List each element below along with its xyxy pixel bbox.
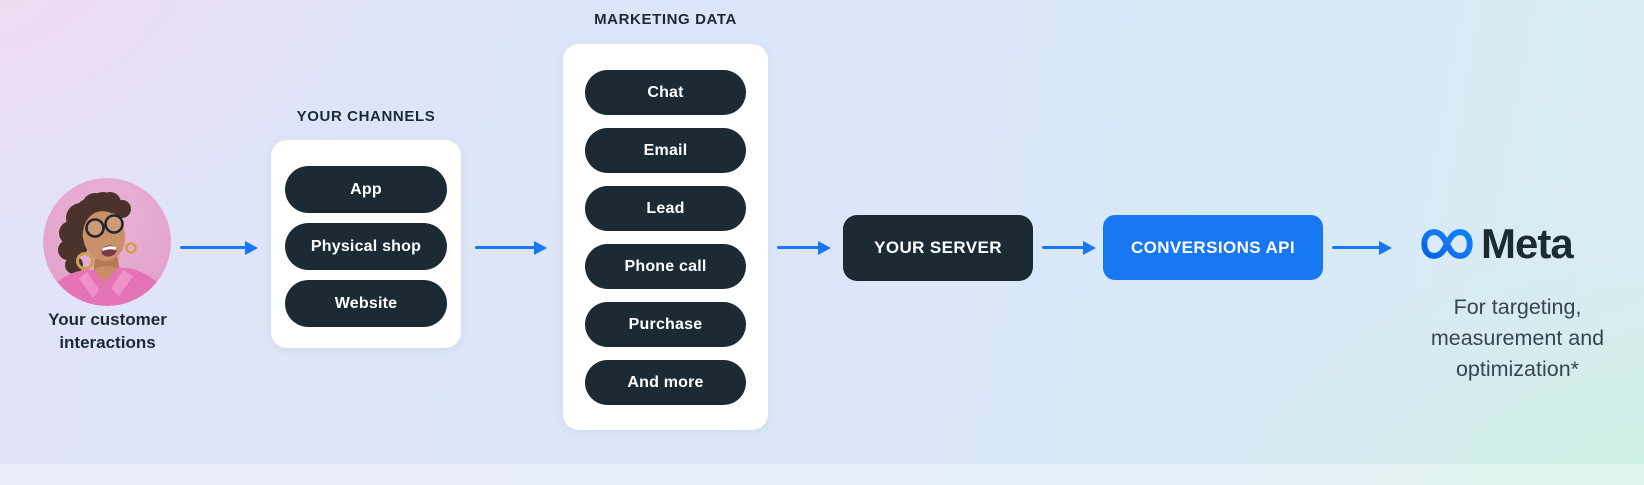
- your-server-label: YOUR SERVER: [874, 238, 1002, 257]
- channel-pill-physical-shop: Physical shop: [285, 223, 447, 270]
- channels-panel: App Physical shop Website: [271, 140, 461, 348]
- channel-pill-app: App: [285, 166, 447, 213]
- channel-pill-website: Website: [285, 280, 447, 327]
- your-server-node: YOUR SERVER: [843, 215, 1033, 281]
- meta-wordmark: Meta: [1481, 220, 1574, 267]
- marketing-pill-purchase-label: Purchase: [628, 315, 703, 333]
- customer-caption: Your customer interactions: [20, 308, 195, 354]
- flow-arrow-capi-to-meta: [1332, 240, 1392, 255]
- tagline-line-1: For targeting,: [1453, 295, 1582, 319]
- conversions-api-label: CONVERSIONS API: [1130, 237, 1296, 257]
- marketing-data-heading: MARKETING DATA: [594, 11, 737, 28]
- conversions-api-node: CONVERSIONS API: [1103, 215, 1323, 280]
- meta-logo: Meta: [1420, 220, 1574, 267]
- marketing-pill-and-more: And more: [585, 360, 746, 405]
- smiling-woman-illustration: [43, 178, 171, 306]
- channel-pill-website-label: Website: [334, 294, 398, 312]
- caption-line-1: Your customer: [48, 310, 167, 329]
- marketing-pill-phone-call: Phone call: [585, 244, 746, 289]
- channel-pill-physical-shop-label: Physical shop: [310, 237, 422, 255]
- caption-line-2: interactions: [59, 333, 156, 352]
- meta-tagline: For targeting, measurement and optimizat…: [1390, 292, 1644, 385]
- flow-arrow-customer-to-channels: [180, 240, 258, 255]
- marketing-pill-and-more-label: And more: [627, 373, 704, 391]
- marketing-pill-purchase: Purchase: [585, 302, 746, 347]
- marketing-pill-email-label: Email: [643, 141, 688, 159]
- flow-arrow-channels-to-marketing: [475, 240, 547, 255]
- flow-arrow-marketing-to-server: [777, 240, 831, 255]
- tagline-line-3: optimization*: [1455, 357, 1580, 381]
- meta-infinity-icon: [1421, 229, 1473, 259]
- channels-heading: YOUR CHANNELS: [296, 108, 436, 125]
- channel-pill-app-label: App: [350, 180, 382, 198]
- marketing-pill-chat-label: Chat: [647, 83, 684, 101]
- marketing-pill-phone-call-label: Phone call: [624, 257, 707, 275]
- marketing-pill-lead-label: Lead: [646, 199, 685, 217]
- tagline-line-2: measurement and: [1430, 326, 1605, 350]
- marketing-pill-chat: Chat: [585, 70, 746, 115]
- page-section-divider: [0, 464, 1644, 485]
- customer-photo: [43, 178, 171, 306]
- marketing-pill-lead: Lead: [585, 186, 746, 231]
- marketing-pill-email: Email: [585, 128, 746, 173]
- marketing-data-panel: Chat Email Lead Phone call Purchase And …: [563, 44, 768, 430]
- flow-arrow-server-to-capi: [1042, 240, 1096, 255]
